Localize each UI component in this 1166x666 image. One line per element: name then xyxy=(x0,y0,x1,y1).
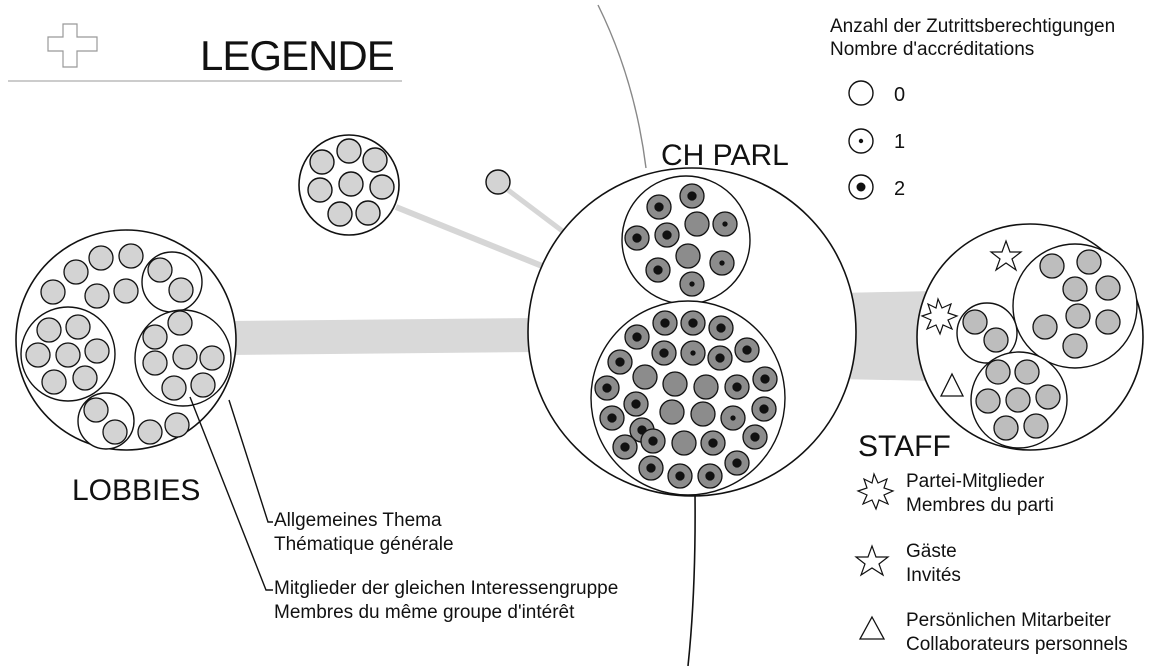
triangle-icon xyxy=(858,615,886,640)
connection-links xyxy=(228,4,935,666)
same-group-label-de: Mitglieder der gleichen Interessengruppe xyxy=(274,578,618,599)
chparl-label: CH PARL xyxy=(661,139,789,172)
chparl-cluster xyxy=(527,167,857,497)
staff-label: STAFF xyxy=(858,430,951,463)
staff-type-legend: Partei-Mitglieder Membres du parti Gäste… xyxy=(854,471,1128,655)
small-cluster xyxy=(298,134,400,236)
same-group-label-fr: Membres du même groupe d'intérêt xyxy=(274,602,575,623)
staff-type-party-fr: Membres du parti xyxy=(906,495,1054,516)
accreditation-title-fr: Nombre d'accréditations xyxy=(830,39,1034,60)
staff-triangle-icon xyxy=(939,372,965,397)
staff-type-guest-de: Gäste xyxy=(906,541,957,562)
party-burst-icon xyxy=(920,297,959,336)
accreditation-title-de: Anzahl der Zutrittsberechtigungen xyxy=(830,16,1115,37)
lobbies-cluster xyxy=(15,229,237,451)
single-node xyxy=(485,169,511,195)
legend-title: LEGENDE xyxy=(200,32,394,79)
accreditation-legend: Anzahl der Zutrittsberechtigungen Nombre… xyxy=(830,16,1115,200)
lobbies-label: LOBBIES xyxy=(72,474,200,507)
burst-star-icon xyxy=(856,472,895,511)
accreditation-1-value: 1 xyxy=(894,131,905,153)
accreditation-0-icon xyxy=(848,80,874,106)
staff-type-personal-de: Persönlichen Mitarbeiter xyxy=(906,610,1112,631)
staff-type-party-de: Partei-Mitglieder xyxy=(906,471,1045,492)
accreditation-0-value: 0 xyxy=(894,84,905,106)
general-theme-label-de: Allgemeines Thema xyxy=(274,510,442,531)
staff-type-personal-fr: Collaborateurs personnels xyxy=(906,634,1128,655)
swiss-cross-logo xyxy=(47,23,98,68)
accreditation-2-value: 2 xyxy=(894,178,905,200)
staff-cluster xyxy=(916,223,1144,451)
staff-type-guest-fr: Invités xyxy=(906,565,961,586)
annotation-leaders xyxy=(189,396,273,591)
general-theme-label-fr: Thématique générale xyxy=(274,534,454,555)
star-icon xyxy=(854,544,890,577)
guest-star-icon xyxy=(989,239,1023,272)
